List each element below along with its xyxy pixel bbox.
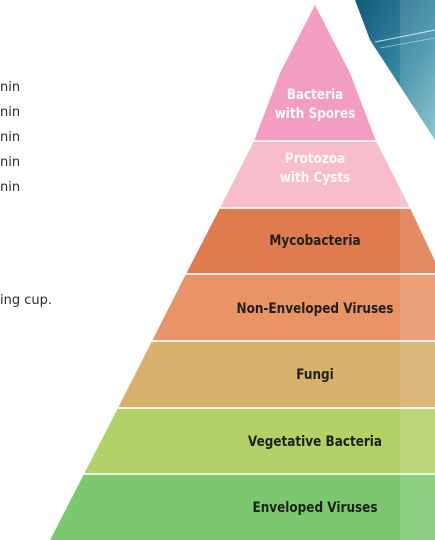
tier-label-protozoa-with-cysts-2: with Cysts <box>216 169 414 188</box>
tier-label-enveloped-viruses: Enveloped Viruses <box>199 499 431 518</box>
tier-label-non-enveloped-viruses: Non-Enveloped Viruses <box>199 300 431 319</box>
tier-label-vegetative-bacteria: Vegetative Bacteria <box>199 433 431 452</box>
tier-label-mycobacteria: Mycobacteria <box>216 232 414 251</box>
tier-label-protozoa-with-cysts-1: Protozoa <box>216 150 414 169</box>
tier-label-fungi: Fungi <box>216 366 414 385</box>
tier-label-bacteria-with-spores-1: Bacteria <box>216 86 414 105</box>
tier-label-bacteria-with-spores-2: with Spores <box>216 105 414 124</box>
